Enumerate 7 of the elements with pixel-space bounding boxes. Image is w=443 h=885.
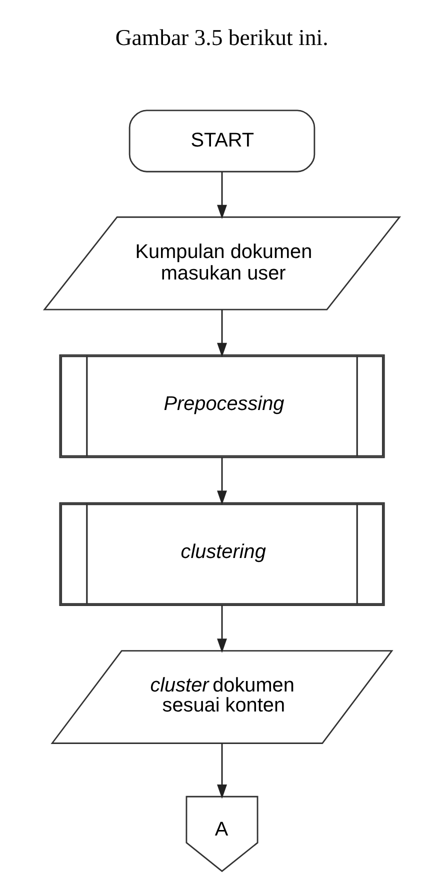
arrow (216, 310, 226, 358)
label: Gambar 3.5 berikut ini. (114, 24, 328, 50)
arrow (216, 605, 226, 653)
node-box: START (128, 110, 315, 172)
arrow (216, 172, 226, 220)
arrow (216, 458, 226, 505)
arrow (216, 744, 226, 799)
